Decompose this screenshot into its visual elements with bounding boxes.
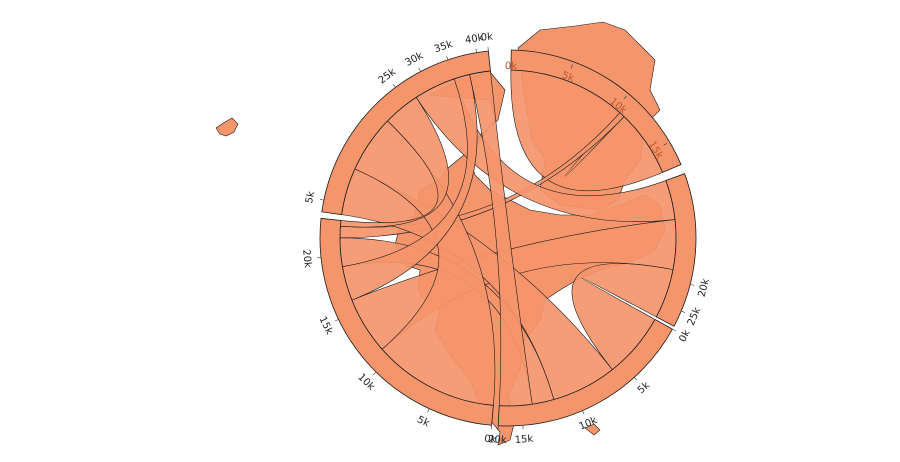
land-silhouette [215,117,239,137]
tick-label: 0k [480,31,493,43]
tick-label: 15k [514,434,534,446]
tick-label: 20k [300,249,313,269]
tick-label: 30k [404,50,426,68]
group-arc-2 [497,318,673,427]
tick-label: 0k [505,61,518,72]
tick-label: 5k [636,380,653,396]
tick-mark [446,56,449,60]
tick-mark [319,199,324,201]
tick-label: 40k [464,32,484,46]
group-arc-0 [510,49,682,173]
group-arc-3 [319,217,494,426]
tick-mark [623,95,627,100]
tick-label: 15k [316,315,334,337]
tick-label: 25k [686,306,703,328]
tick-mark [427,408,430,413]
tick-label: 5k [415,414,431,429]
tick-label: 10k [355,372,376,393]
tick-mark [373,371,377,376]
group-arcs [319,49,697,427]
tick-mark [672,328,677,332]
chord-ribbons [339,69,677,407]
tick-label: 0k [677,328,693,344]
tick-label: 20k [697,277,712,298]
tick-label: 35k [433,39,454,55]
group-arc-1 [655,173,697,327]
tick-mark [392,84,396,88]
tick-label: 5k [560,70,575,85]
tick-label: 20k [488,434,507,446]
tick-mark [418,67,421,72]
tick-mark [690,284,695,286]
tick-label: 25k [377,66,399,86]
tick-mark [663,143,668,146]
tick-mark [681,310,686,313]
tick-mark [634,377,638,381]
tick-label: 5k [304,190,317,204]
tick-label: 0k [484,434,497,446]
tick-mark [475,48,477,53]
tick-mark [334,319,339,322]
tick-mark [582,410,585,415]
tick-mark [570,64,573,69]
land-silhouette [584,423,601,436]
group-arc-4 [321,50,491,216]
